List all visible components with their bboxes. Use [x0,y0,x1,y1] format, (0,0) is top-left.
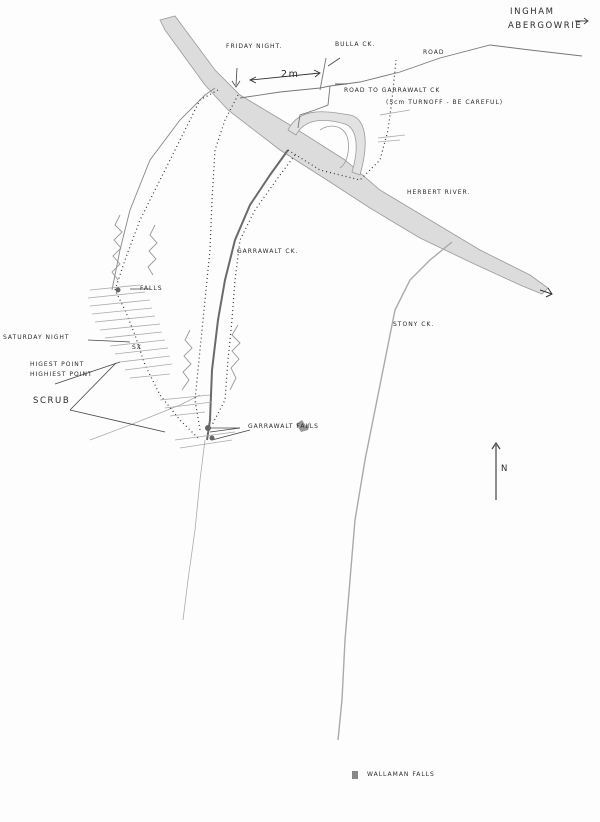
scrub-hatching [87,109,411,449]
herbert-river [159,15,553,298]
label-bulla-ck: BULLA CK. [335,41,376,48]
lower-creek [182,439,206,621]
label-abergowrie: ABERGOWRIE [508,21,583,31]
bulla-creek [319,57,327,91]
walking-route [114,59,397,441]
label-highest-point-2: HIGHIEST POINT [30,371,93,378]
distance-arrow [248,69,321,84]
label-road: ROAD [423,49,445,56]
western-creek [111,87,216,291]
escarpment [111,214,241,391]
stony-creek [337,241,453,741]
left-tributary [89,394,201,441]
label-garrawalt-ck: GARRAWALT CK. [237,248,299,255]
road [239,44,583,99]
label-saturday-night: SATURDAY NIGHT [3,334,70,341]
pointer-lines [54,57,347,441]
label-ingham: INGHAM [510,7,555,17]
label-turnoff-note: (5cm TURNOFF - BE CAREFUL) [386,99,504,106]
label-stony-ck: STONY CK. [393,321,435,328]
label-scrub: SCRUB [33,396,71,406]
label-wallaman-falls: WALLAMAN FALLS [367,771,435,778]
ingham-arrow [575,17,589,25]
label-herbert-river: HERBERT RIVER. [407,189,471,196]
label-highest-point-1: HIGEST POINT [30,361,85,368]
lake-blob [296,420,310,432]
label-road-to-garrawalt: ROAD TO GARRAWALT CK [344,87,441,94]
label-friday-night: FRIDAY NIGHT. [226,43,283,50]
garrawalt-creek [206,149,289,441]
label-sx: SX [132,344,142,351]
falls-markers [115,287,215,441]
north-arrow-icon [491,441,501,500]
label-falls: FALLS [140,285,163,292]
label-north: N [501,464,509,474]
wallaman-falls-marker [352,771,358,779]
label-garrawalt-falls: GARRAWALT FALLS [248,423,319,430]
road-to-garrawalt [297,85,331,129]
label-distance: 2m [281,69,300,80]
